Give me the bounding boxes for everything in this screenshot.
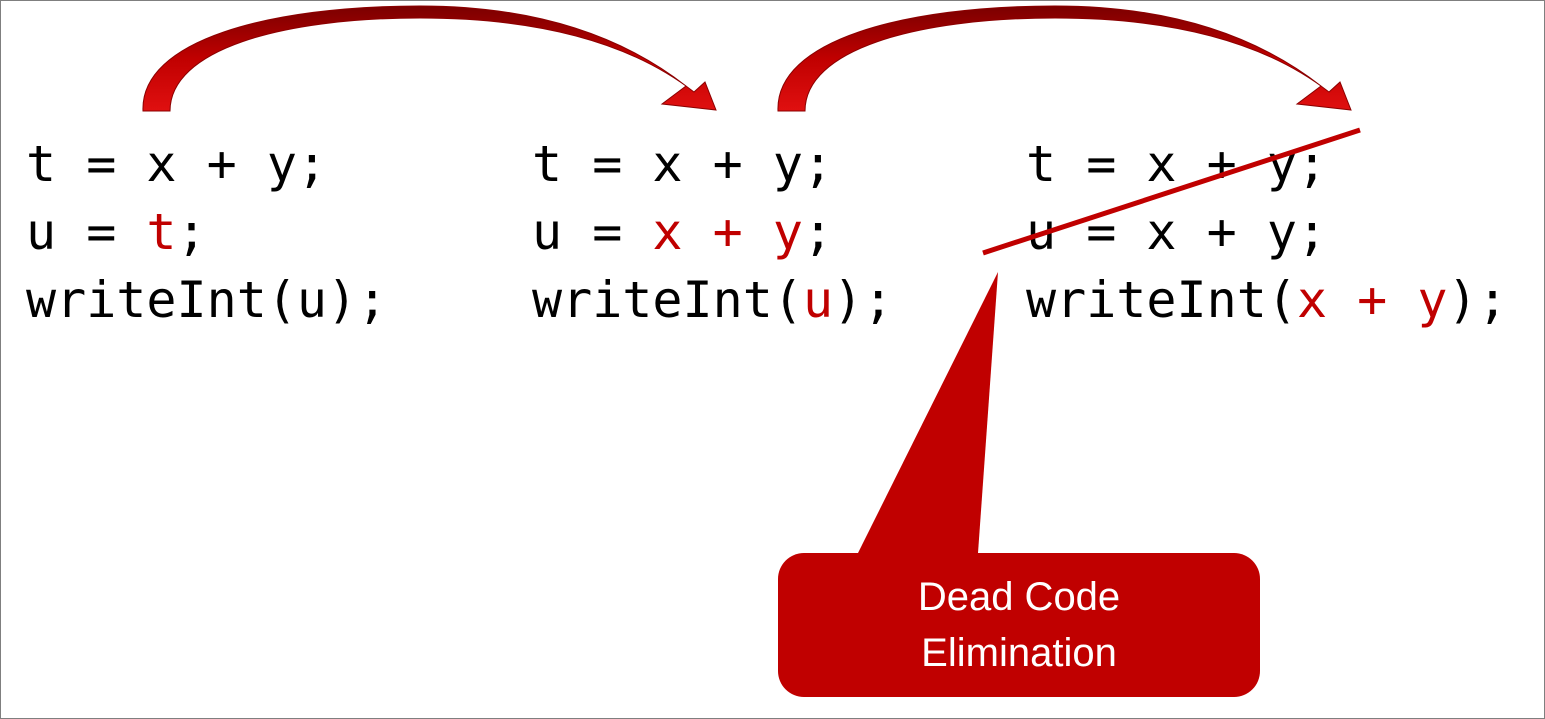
code-line: writeInt(u); — [532, 266, 893, 334]
code-token: u = — [532, 203, 653, 261]
code-column-dead-code-eliminated: t = x + y;u = x + y;writeInt(x + y); — [1026, 130, 1508, 334]
code-line: t = x + y; — [532, 130, 893, 198]
code-line: t = x + y; — [1026, 130, 1508, 198]
code-token: ; — [176, 203, 207, 261]
code-token: t = x + y; — [1026, 135, 1328, 193]
code-column-original: t = x + y;u = t;writeInt(u); — [26, 130, 387, 334]
code-line: u = x + y; — [532, 198, 893, 266]
code-token: writeInt( — [532, 271, 803, 329]
code-token: writeInt(u); — [26, 271, 388, 329]
highlighted-code-token: x + y — [1296, 271, 1448, 329]
code-line: writeInt(x + y); — [1026, 266, 1508, 334]
code-line: u = t; — [26, 198, 387, 266]
code-column-copy-propagated: t = x + y;u = x + y;writeInt(u); — [532, 130, 893, 334]
code-token: t = x + y; — [26, 135, 328, 193]
code-token: t = x + y; — [532, 135, 834, 193]
code-token: u = x + y; — [1026, 203, 1328, 261]
code-token: ); — [833, 271, 894, 329]
code-token: writeInt( — [1026, 271, 1297, 329]
highlighted-code-token: t — [146, 203, 177, 261]
callout-line-1: Dead Code — [917, 575, 1121, 619]
code-token: ; — [802, 203, 834, 261]
code-line: t = x + y; — [26, 130, 387, 198]
code-token: u = — [26, 203, 147, 261]
callout-line-2: Elimination — [921, 631, 1117, 675]
highlighted-code-token: x + y — [652, 203, 803, 261]
code-token: ); — [1447, 271, 1508, 329]
highlighted-code-token: u — [802, 271, 834, 329]
dead-code-callout: Dead Code Elimination — [778, 553, 1260, 697]
code-line: writeInt(u); — [26, 266, 387, 334]
code-line: u = x + y; — [1026, 198, 1508, 266]
